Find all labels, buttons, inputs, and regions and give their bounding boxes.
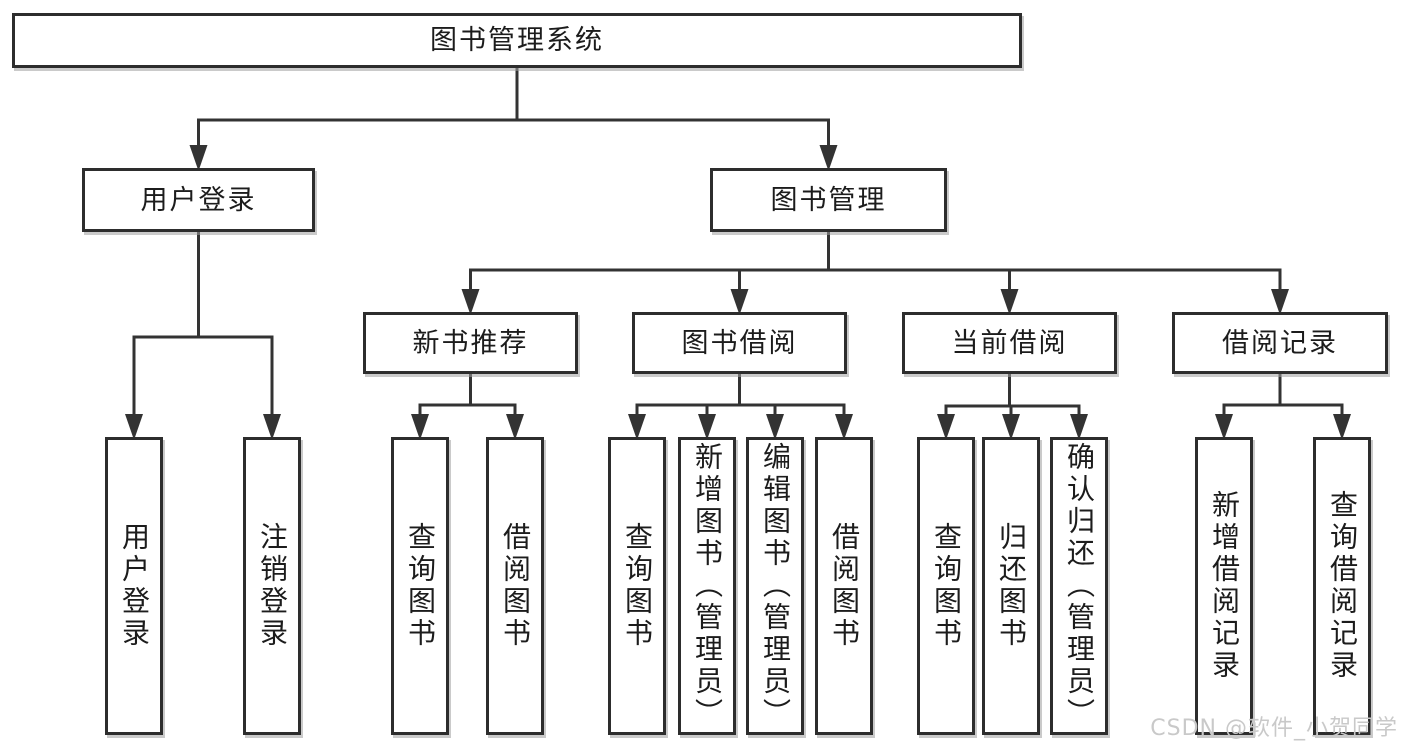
node-book-borrow: 图书借阅: [632, 312, 847, 374]
node-br-add: 新增借阅记录: [1195, 437, 1253, 735]
node-label-book-mgmt: 图书管理: [770, 184, 887, 216]
node-label-br-query: 查询借阅记录: [1326, 490, 1359, 682]
node-label-bb-query: 查询图书: [621, 522, 654, 650]
arrowhead-icon: [189, 145, 208, 171]
arrowhead-icon: [125, 414, 143, 440]
node-label-user-login: 用户登录: [140, 184, 257, 216]
node-label-user-login-v: 用户登录: [118, 522, 151, 650]
arrowhead-icon: [461, 289, 480, 315]
arrowhead-icon: [766, 414, 784, 440]
watermark: CSDN @软件_小贺同学: [1150, 716, 1398, 741]
node-nbr-borrow: 借阅图书: [486, 437, 544, 735]
node-book-mgmt: 图书管理: [710, 168, 947, 232]
node-nbr-query: 查询图书: [391, 437, 449, 735]
node-bb-query: 查询图书: [608, 437, 666, 735]
arrowhead-icon: [819, 145, 838, 171]
node-label-new-book-rec: 新书推荐: [412, 327, 529, 359]
arrowhead-icon: [698, 414, 716, 440]
node-label-bb-edit: 编辑图书（管理员）: [759, 442, 792, 730]
node-label-book-borrow: 图书借阅: [681, 327, 798, 359]
arrowhead-icon: [628, 414, 646, 440]
node-logout: 注销登录: [243, 437, 301, 735]
node-label-nbr-query: 查询图书: [404, 522, 437, 650]
node-cb-query: 查询图书: [917, 437, 975, 735]
node-label-nbr-borrow: 借阅图书: [499, 522, 532, 650]
arrowhead-icon: [730, 289, 749, 315]
node-label-bb-add: 新增图书（管理员）: [691, 442, 724, 730]
node-user-login: 用户登录: [82, 168, 315, 232]
node-label-cb-confirm: 确认归还（管理员）: [1063, 442, 1096, 730]
arrowhead-icon: [263, 414, 281, 440]
arrowhead-icon: [1333, 414, 1351, 440]
node-borrow-records: 借阅记录: [1172, 312, 1388, 374]
node-label-cb-return: 归还图书: [995, 522, 1028, 650]
arrowhead-icon: [937, 414, 955, 440]
node-root: 图书管理系统: [12, 13, 1022, 68]
node-label-br-add: 新增借阅记录: [1208, 490, 1241, 682]
node-label-logout: 注销登录: [256, 522, 289, 650]
arrowhead-icon: [506, 414, 524, 440]
arrowhead-icon: [1000, 289, 1019, 315]
node-bb-edit: 编辑图书（管理员）: [746, 437, 804, 735]
node-cb-confirm: 确认归还（管理员）: [1050, 437, 1108, 735]
arrowhead-icon: [411, 414, 429, 440]
node-label-borrow-records: 借阅记录: [1222, 327, 1338, 359]
node-bb-borrow: 借阅图书: [815, 437, 873, 735]
arrowhead-icon: [1215, 414, 1233, 440]
node-label-current-borrow: 当前借阅: [951, 327, 1068, 359]
node-current-borrow: 当前借阅: [902, 312, 1117, 374]
arrowhead-icon: [1271, 289, 1289, 315]
node-user-login-v: 用户登录: [105, 437, 163, 735]
node-label-bb-borrow: 借阅图书: [828, 522, 861, 650]
node-bb-add: 新增图书（管理员）: [678, 437, 736, 735]
arrowhead-icon: [1070, 414, 1088, 440]
arrowhead-icon: [835, 414, 853, 440]
node-label-root: 图书管理系统: [430, 25, 604, 56]
arrowhead-icon: [1002, 414, 1020, 440]
node-label-cb-query: 查询图书: [930, 522, 963, 650]
node-br-query: 查询借阅记录: [1313, 437, 1371, 735]
node-cb-return: 归还图书: [982, 437, 1040, 735]
node-new-book-rec: 新书推荐: [363, 312, 578, 374]
